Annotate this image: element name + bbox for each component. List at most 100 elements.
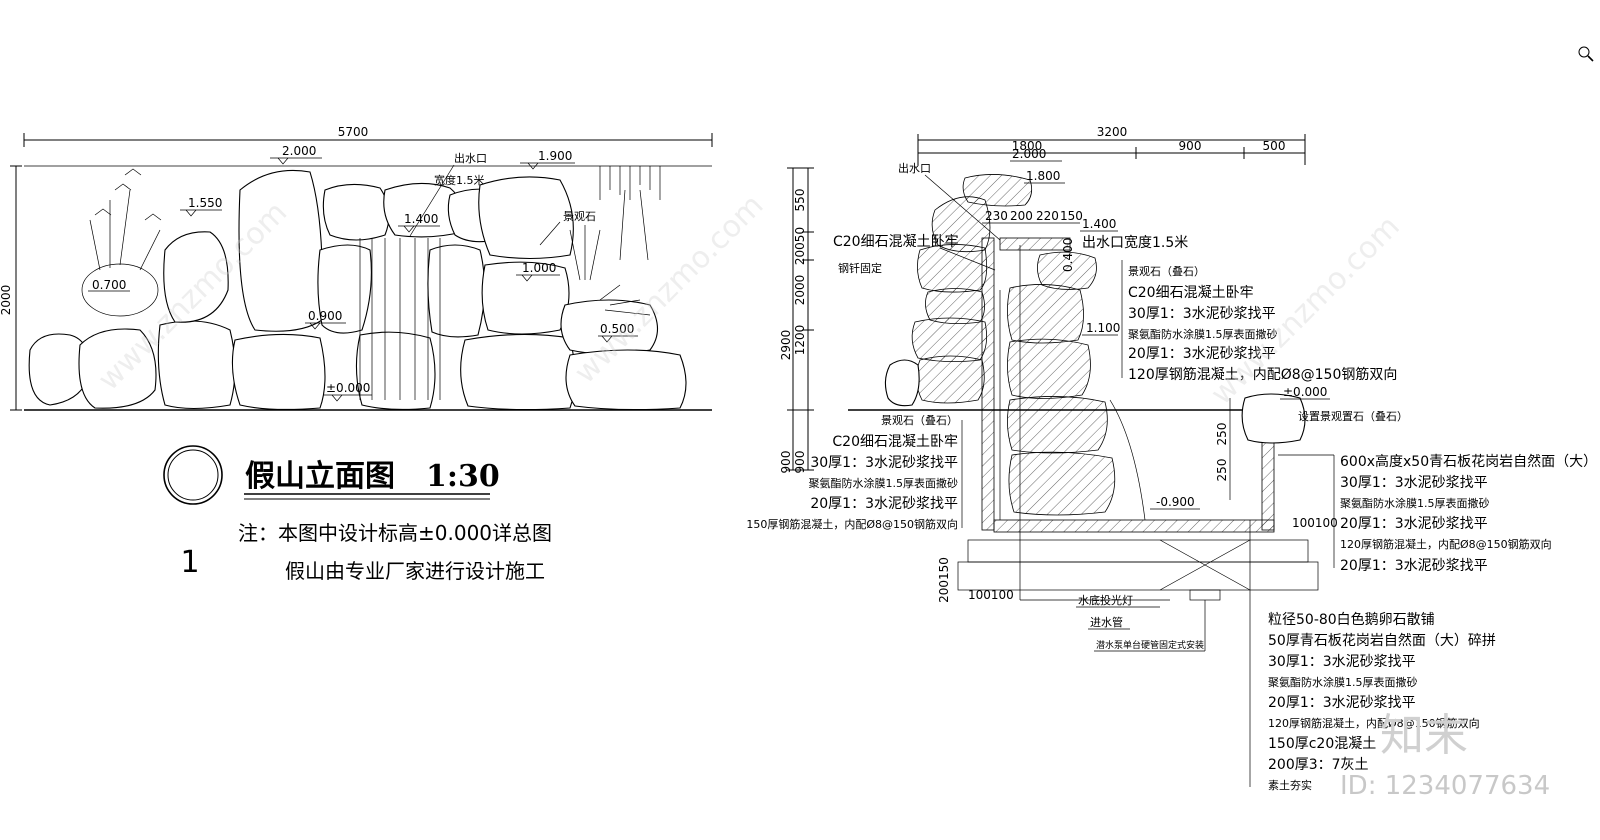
drawing-scale: 1:30: [426, 459, 500, 494]
svg-text:50厚青石板花岗岩自然面（大）碎拼: 50厚青石板花岗岩自然面（大）碎拼: [1268, 632, 1496, 649]
svg-text:1.800: 1.800: [1026, 169, 1060, 183]
svg-text:聚氨酯防水涂膜1.5厚表面撒砂: 聚氨酯防水涂膜1.5厚表面撒砂: [1340, 496, 1490, 510]
label-width: 宽度1.5米: [434, 173, 485, 187]
elev-marker-0500: 0.500: [598, 322, 638, 343]
elevation-view: 5700 2000: [0, 125, 713, 583]
svg-text:20厚1：3水泥砂浆找平: 20厚1：3水泥砂浆找平: [1128, 346, 1276, 362]
svg-text:120厚钢筋混凝土，内配Ø8@150钢筋双向: 120厚钢筋混凝土，内配Ø8@150钢筋双向: [1340, 537, 1552, 551]
title-circle: [163, 445, 223, 505]
label-outlet: 出水口: [454, 151, 487, 165]
svg-text:120厚钢筋混凝土，内配Ø8@150钢筋双向: 120厚钢筋混凝土，内配Ø8@150钢筋双向: [1268, 716, 1480, 730]
svg-text:1.400: 1.400: [1082, 217, 1116, 231]
svg-text:1.000: 1.000: [522, 261, 556, 275]
elev-marker-0700: 0.700: [88, 278, 130, 292]
svg-text:±0.000: ±0.000: [326, 381, 370, 395]
svg-text:30厚1：3水泥砂浆找平: 30厚1：3水泥砂浆找平: [810, 455, 958, 471]
svg-text:30厚1：3水泥砂浆找平: 30厚1：3水泥砂浆找平: [1340, 475, 1488, 491]
dim-width-total: 5700: [338, 125, 369, 139]
svg-text:进水管: 进水管: [1090, 615, 1123, 629]
dim-height-total: 2000: [0, 285, 13, 316]
svg-text:C20细石混凝土卧牢: C20细石混凝土卧牢: [833, 234, 959, 250]
svg-text:2900: 2900: [779, 330, 793, 361]
svg-text:20050: 20050: [793, 227, 807, 265]
svg-text:250: 250: [1215, 459, 1229, 482]
callouts-left: 景观石（叠石） C20细石混凝土卧牢 30厚1：3水泥砂浆找平 聚氨酯防水涂膜1…: [746, 414, 963, 531]
svg-text:150厚c20混凝土: 150厚c20混凝土: [1268, 736, 1376, 752]
svg-text:100100: 100100: [1292, 516, 1338, 530]
svg-text:2000: 2000: [793, 275, 807, 306]
watermark-logo: 知末: [1380, 710, 1468, 761]
svg-text:潜水泵单台硬管固定式安装: 潜水泵单台硬管固定式安装: [1096, 639, 1204, 651]
svg-text:20厚1：3水泥砂浆找平: 20厚1：3水泥砂浆找平: [810, 496, 958, 512]
svg-text:30厚1：3水泥砂浆找平: 30厚1：3水泥砂浆找平: [1268, 654, 1416, 670]
elev-marker-1900: 1.900: [520, 149, 575, 170]
svg-text:120厚钢筋混凝土，内配Ø8@150钢筋双向: 120厚钢筋混凝土，内配Ø8@150钢筋双向: [1128, 366, 1397, 383]
note-line-1: 注：本图中设计标高±0.000详总图: [238, 521, 552, 545]
svg-text:900: 900: [793, 451, 807, 474]
svg-text:钢钎固定: 钢钎固定: [838, 261, 882, 275]
svg-text:200厚3：7灰土: 200厚3：7灰土: [1268, 757, 1369, 773]
search-icon[interactable]: [1578, 46, 1594, 62]
svg-text:1.550: 1.550: [188, 196, 222, 210]
svg-text:0.400: 0.400: [1061, 238, 1075, 272]
callouts-edge: 600x高度x50青石板花岗岩自然面（大） 30厚1：3水泥砂浆找平 聚氨酯防水…: [1278, 453, 1597, 574]
svg-text:聚氨酯防水涂膜1.5厚表面撒砂: 聚氨酯防水涂膜1.5厚表面撒砂: [1268, 675, 1418, 689]
plant-right: [569, 166, 661, 316]
svg-text:2.000: 2.000: [1012, 147, 1046, 161]
svg-text:900: 900: [1179, 139, 1202, 153]
svg-text:150: 150: [1060, 209, 1083, 223]
label-feature-stone: 景观石: [563, 210, 596, 223]
svg-text:粒径50-80白色鹅卵石散铺: 粒径50-80白色鹅卵石散铺: [1268, 611, 1435, 628]
structure: [957, 237, 1319, 601]
svg-text:600x高度x50青石板花岗岩自然面（大）: 600x高度x50青石板花岗岩自然面（大）: [1340, 453, 1597, 470]
elev-marker-1400: 1.400: [398, 212, 440, 233]
title-block: 假山立面图 1:30 1 注：本图中设计标高±0.000详总图 假山由专业厂家进…: [163, 445, 552, 583]
svg-text:150厚钢筋混凝土，内配Ø8@150钢筋双向: 150厚钢筋混凝土，内配Ø8@150钢筋双向: [746, 517, 958, 531]
svg-text:设置景观置石（叠石）: 设置景观置石（叠石）: [1298, 410, 1408, 423]
callouts-upper: 景观石（叠石） C20细石混凝土卧牢 30厚1：3水泥砂浆找平 聚氨酯防水涂膜1…: [1121, 260, 1408, 423]
watermark-id: ID: 1234077634: [1340, 771, 1550, 801]
svg-text:1.100: 1.100: [1086, 321, 1120, 335]
stacked-rocks: [884, 174, 1306, 521]
svg-text:20厚1：3水泥砂浆找平: 20厚1：3水泥砂浆找平: [1340, 558, 1488, 574]
elev-marker-2000: 2.000: [270, 144, 322, 165]
svg-text:250: 250: [1215, 423, 1229, 446]
svg-text:水底投光灯: 水底投光灯: [1078, 593, 1133, 607]
drawing-title: 假山立面图: [245, 459, 395, 494]
svg-text:0.700: 0.700: [92, 278, 126, 292]
section-view: 3200 1800 900 500 2900 550 20050 2000 12…: [746, 125, 1597, 792]
svg-text:C20细石混凝土卧牢: C20细石混凝土卧牢: [1128, 285, 1254, 301]
svg-text:1.400: 1.400: [404, 212, 438, 226]
elev-marker-0900: 0.900: [305, 309, 346, 330]
svg-text:C20细石混凝土卧牢: C20细石混凝土卧牢: [832, 434, 958, 450]
elev-marker-0000: ±0.000: [324, 381, 372, 402]
svg-text:500: 500: [1263, 139, 1286, 153]
svg-text:1200: 1200: [793, 325, 807, 356]
svg-text:20厚1：3水泥砂浆找平: 20厚1：3水泥砂浆找平: [1340, 516, 1488, 532]
svg-text:0.500: 0.500: [600, 322, 634, 336]
drawing-number: 1: [180, 545, 199, 580]
label-outlet-r: 出水口: [898, 161, 931, 175]
plant-left: [81, 168, 162, 317]
svg-text:景观石（叠石）: 景观石（叠石）: [1128, 265, 1205, 278]
svg-text:聚氨酯防水涂膜1.5厚表面撒砂: 聚氨酯防水涂膜1.5厚表面撒砂: [1128, 327, 1278, 341]
elev-marker-1550: 1.550: [180, 196, 222, 217]
elev-marker-1000: 1.000: [516, 261, 560, 282]
dim-top-total: 3200: [1097, 125, 1128, 139]
callouts-bottom: 粒径50-80白色鹅卵石散铺 50厚青石板花岗岩自然面（大）碎拼 30厚1：3水…: [1249, 520, 1496, 792]
note-line-2: 假山由专业厂家进行设计施工: [285, 559, 545, 583]
svg-text:20厚1：3水泥砂浆找平: 20厚1：3水泥砂浆找平: [1268, 695, 1416, 711]
svg-text:220: 220: [1036, 209, 1059, 223]
svg-text:1800: 1800: [1012, 139, 1043, 153]
svg-text:200: 200: [1010, 209, 1033, 223]
svg-text:出水口宽度1.5米: 出水口宽度1.5米: [1082, 234, 1188, 251]
waterfall: [359, 238, 441, 400]
svg-text:0.900: 0.900: [308, 309, 342, 323]
svg-text:-0.900: -0.900: [1156, 495, 1195, 509]
svg-text:1.900: 1.900: [538, 149, 572, 163]
svg-text:聚氨酯防水涂膜1.5厚表面撒砂: 聚氨酯防水涂膜1.5厚表面撒砂: [809, 476, 959, 490]
svg-text:景观石（叠石）: 景观石（叠石）: [881, 414, 958, 427]
svg-text:230: 230: [985, 209, 1008, 223]
rock-mass: [28, 169, 687, 411]
